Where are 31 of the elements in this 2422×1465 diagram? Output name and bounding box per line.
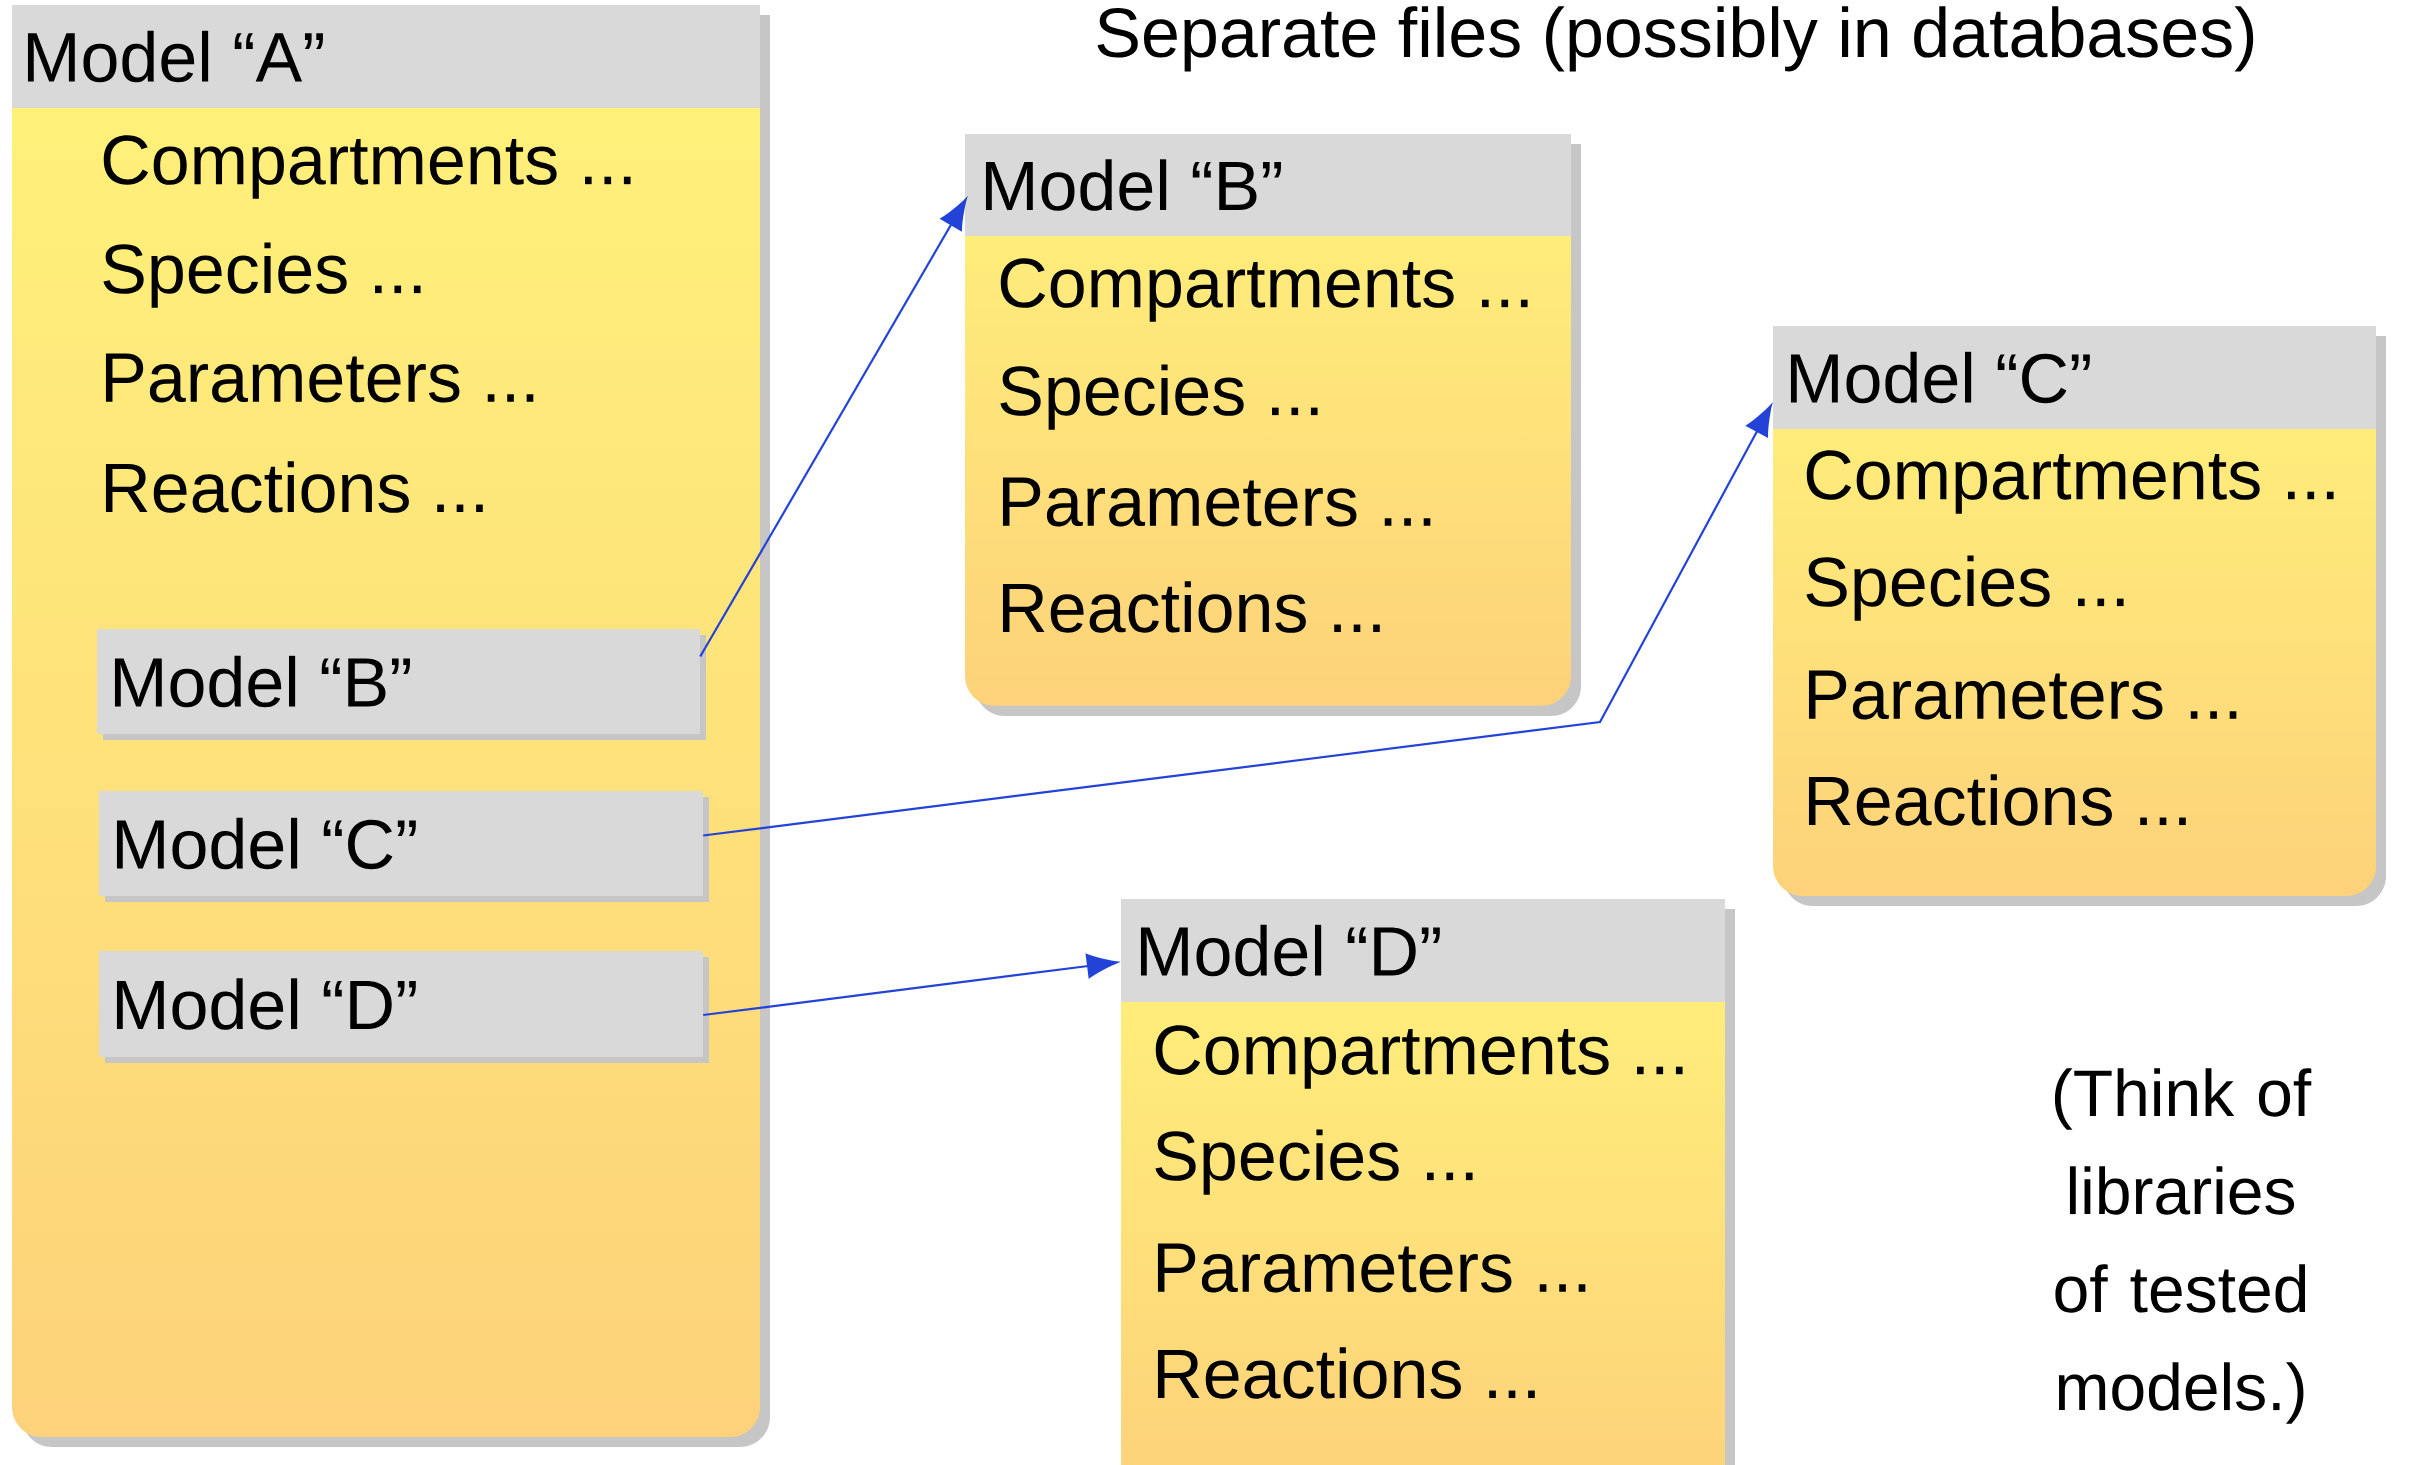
list-item: Reactions ...	[1157, 1347, 1535, 1399]
model-card	[965, 134, 1581, 716]
arrow	[703, 953, 1118, 1017]
model-card	[1121, 899, 1735, 1465]
list-item: Reactions ...	[1002, 581, 1380, 633]
list-item: Compartments ...	[103, 135, 631, 199]
list-item: Species ...	[1155, 1129, 1473, 1195]
title: Separate files (possibly in databases)	[1097, 6, 2254, 72]
list-item: Compartments ...	[1000, 258, 1528, 322]
arrow	[703, 404, 1772, 837]
list-item: Reactions ...	[1808, 774, 2186, 826]
reference-box: Model “C”	[99, 791, 709, 902]
box-header: Model “C”	[1790, 351, 2090, 404]
list-item: Parameters ...	[1808, 670, 2237, 720]
list-item: Parameters ...	[105, 353, 534, 403]
box-header: Model “D”	[1140, 924, 1440, 977]
list-item: Reactions ...	[105, 461, 483, 513]
list-item: Compartments ...	[1806, 450, 2334, 514]
list-item: Parameters ...	[1157, 1243, 1586, 1293]
list-item: Species ...	[1000, 364, 1318, 430]
box-header: Model “B”	[985, 159, 1281, 211]
list-item: Compartments ...	[1155, 1025, 1683, 1089]
reference-box: Model “B”	[97, 629, 706, 740]
model-card	[1773, 326, 2387, 906]
list-item: Species ...	[1806, 555, 2124, 621]
note: (Think of libraries of tested models.)	[2054, 1068, 2312, 1424]
list-item: Parameters ...	[1002, 477, 1431, 527]
box-header: Model “A”	[27, 30, 323, 83]
reference-box: Model “D”	[99, 951, 709, 1063]
arrow	[699, 198, 967, 658]
list-item: Species ...	[103, 242, 421, 308]
